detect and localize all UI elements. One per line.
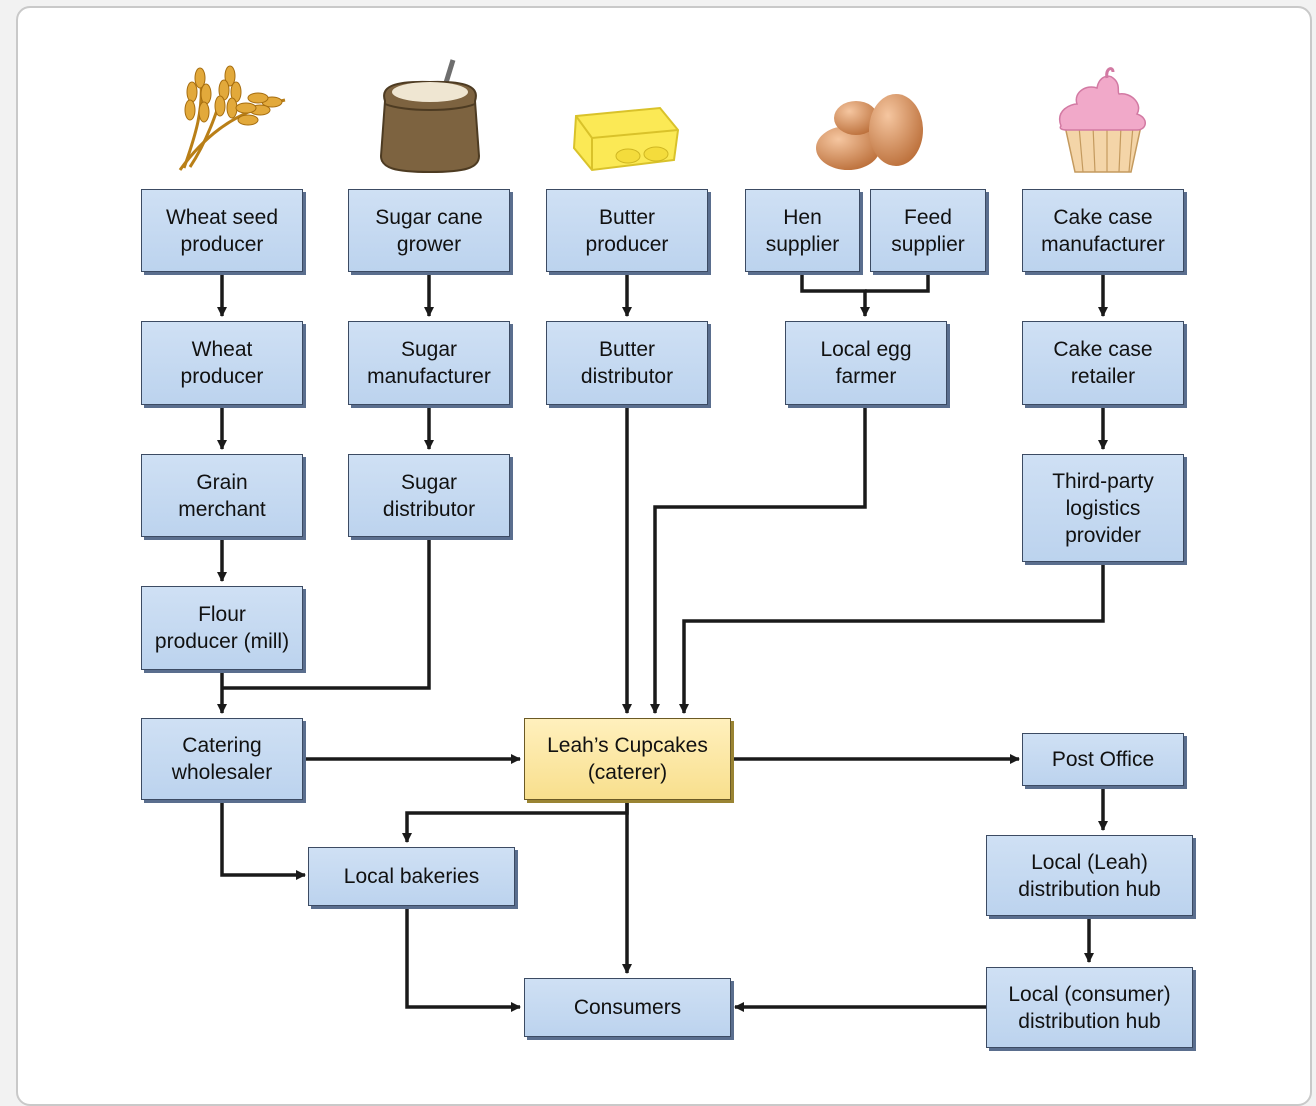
node-butter-distributor: Butter distributor <box>546 321 708 405</box>
node-sugar-manufacturer: Sugar manufacturer <box>348 321 510 405</box>
node-cake-case-retailer: Cake case retailer <box>1022 321 1184 405</box>
cupcake-icon <box>1058 67 1146 173</box>
arrow-hen-egg <box>800 272 870 317</box>
node-local-consumer-distribution-hub: Local (consumer) distribution hub <box>986 967 1193 1048</box>
arrow-sugardist-catering <box>222 537 431 690</box>
arrow-leah-bakeries <box>402 800 629 843</box>
arrow-tpl-leah <box>679 562 1105 714</box>
node-local-leah-distribution-hub: Local (Leah) distribution hub <box>986 835 1193 916</box>
sugar-sack-icon <box>379 59 481 174</box>
eggs-icon <box>816 94 923 170</box>
arrow-egg-leah <box>650 405 867 714</box>
arrow-catering-bakeries <box>220 800 306 880</box>
wheat-icon <box>178 65 286 171</box>
node-flour-producer-mill: Flour producer (mill) <box>141 586 303 670</box>
node-post-office: Post Office <box>1022 733 1184 786</box>
node-hen-supplier: Hen supplier <box>745 189 860 272</box>
node-catering-wholesaler: Catering wholesaler <box>141 718 303 800</box>
node-grain-merchant: Grain merchant <box>141 454 303 537</box>
arrow-feed-egg <box>865 272 930 293</box>
node-sugar-distributor: Sugar distributor <box>348 454 510 537</box>
node-sugar-cane-grower: Sugar cane grower <box>348 189 510 272</box>
node-butter-producer: Butter producer <box>546 189 708 272</box>
node-wheat-producer: Wheat producer <box>141 321 303 405</box>
node-feed-supplier: Feed supplier <box>870 189 986 272</box>
arrow-bakeries-consumers <box>405 906 521 1012</box>
node-wheat-seed-producer: Wheat seed producer <box>141 189 303 272</box>
node-third-party-logistics-provider: Third-party logistics provider <box>1022 454 1184 562</box>
node-cake-case-manufacturer: Cake case manufacturer <box>1022 189 1184 272</box>
node-leahs-cupcakes: Leah’s Cupcakes (caterer) <box>524 718 731 800</box>
butter-icon <box>572 106 680 172</box>
node-consumers: Consumers <box>524 978 731 1037</box>
node-local-egg-farmer: Local egg farmer <box>785 321 947 405</box>
node-local-bakeries: Local bakeries <box>308 847 515 906</box>
